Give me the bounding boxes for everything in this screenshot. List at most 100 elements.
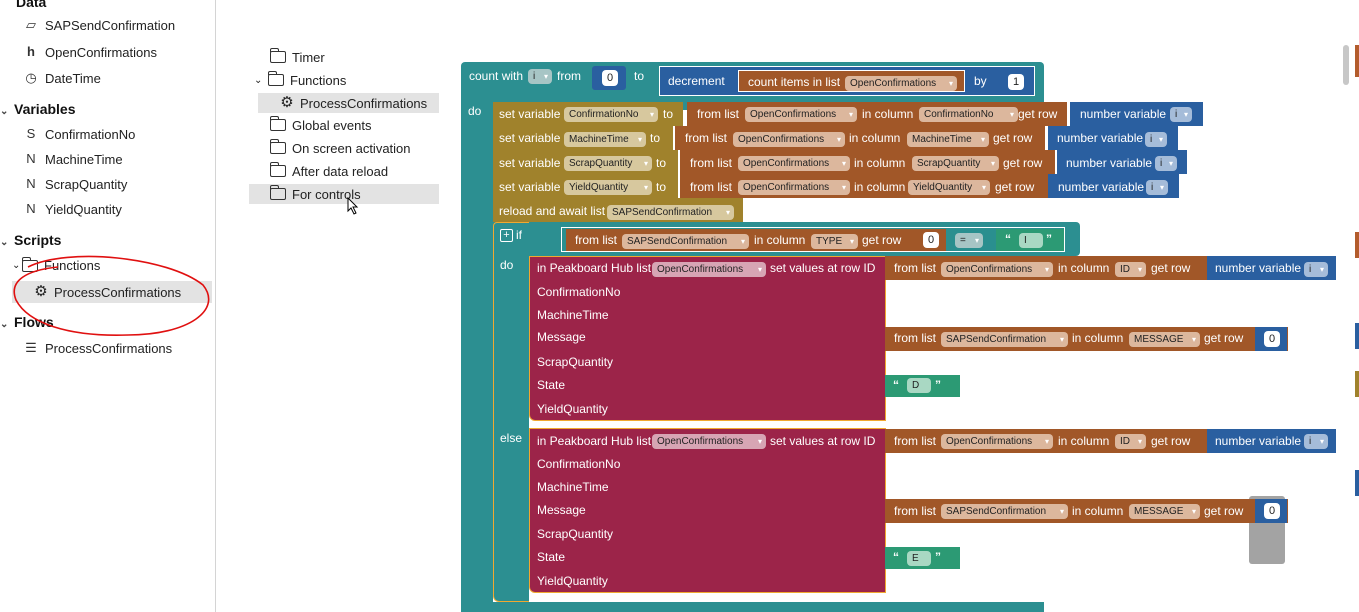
to-label: to bbox=[634, 69, 645, 83]
mouse-cursor-icon bbox=[347, 197, 359, 215]
column-dropdown[interactable]: ScrapQuantity▾ bbox=[912, 156, 999, 171]
row-number-field[interactable]: 0 bbox=[1264, 331, 1280, 347]
in-column-label: in column bbox=[854, 156, 906, 170]
list-dropdown[interactable]: OpenConfirmations▾ bbox=[745, 107, 857, 122]
field-label: State bbox=[537, 378, 566, 392]
list-dropdown[interactable]: OpenConfirmations▾ bbox=[941, 262, 1053, 277]
get-row-label: get row bbox=[1204, 504, 1244, 518]
get-row-label: get row bbox=[995, 180, 1035, 194]
quote-open-icon: “ bbox=[893, 550, 899, 564]
chevron-down-icon: ⌄ bbox=[0, 237, 9, 248]
get-row-label: get row bbox=[1204, 331, 1244, 345]
section-scripts[interactable]: ⌄Scripts bbox=[0, 232, 62, 248]
from-label: from bbox=[557, 69, 581, 83]
operator-dropdown[interactable]: =▾ bbox=[955, 233, 983, 248]
column-dropdown[interactable]: ConfirmationNo▾ bbox=[919, 107, 1018, 122]
flow-icon: ☰ bbox=[25, 340, 37, 355]
tree-item-processconfirmations[interactable]: ⚙ProcessConfirmations bbox=[258, 93, 439, 113]
in-column-label: in column bbox=[1072, 504, 1124, 518]
set-variable-dropdown-4[interactable]: YieldQuantity▾ bbox=[564, 180, 652, 195]
field-label: YieldQuantity bbox=[537, 402, 608, 416]
in-column-label: in column bbox=[1058, 434, 1110, 448]
hub-list-dropdown[interactable]: OpenConfirmations▾ bbox=[652, 434, 766, 449]
list-dropdown[interactable]: OpenConfirmations▾ bbox=[738, 156, 850, 171]
red-annotation-circle bbox=[13, 255, 210, 336]
column-dropdown[interactable]: MachineTime▾ bbox=[907, 132, 989, 147]
section-data[interactable]: Data bbox=[16, 0, 47, 10]
text-value-field[interactable]: D bbox=[907, 378, 931, 393]
quote-open-icon: “ bbox=[893, 378, 899, 392]
folder-icon bbox=[268, 71, 284, 86]
list-dropdown[interactable]: OpenConfirmations▾ bbox=[941, 434, 1053, 449]
set-variable-label: set variable bbox=[499, 131, 561, 145]
column-dropdown[interactable]: ID▾ bbox=[1115, 434, 1146, 449]
list-dropdown[interactable]: SAPSendConfirmation▾ bbox=[941, 332, 1068, 347]
column-dropdown[interactable]: YieldQuantity▾ bbox=[908, 180, 990, 195]
column-dropdown[interactable]: MESSAGE▾ bbox=[1129, 332, 1200, 347]
list-dropdown[interactable]: OpenConfirmations▾ bbox=[733, 132, 845, 147]
section-flows[interactable]: ⌄Flows bbox=[0, 314, 54, 330]
field-label: ConfirmationNo bbox=[537, 457, 621, 471]
data-item-datetime[interactable]: ◷DateTime bbox=[22, 70, 101, 86]
hub-set-values-block-2[interactable] bbox=[529, 428, 886, 593]
from-list-label: from list bbox=[894, 331, 936, 345]
field-label: YieldQuantity bbox=[537, 574, 608, 588]
field-label: State bbox=[537, 550, 566, 564]
column-dropdown[interactable]: TYPE▾ bbox=[811, 234, 858, 249]
tree-item-for-controls[interactable]: For controls bbox=[249, 184, 439, 204]
scripts-item-processconfirmations[interactable]: ⚙ProcessConfirmations bbox=[12, 281, 212, 303]
folder-icon bbox=[22, 256, 38, 272]
reload-list-dropdown[interactable]: SAPSendConfirmation▾ bbox=[607, 205, 734, 220]
tree-item-functions[interactable]: ⌄Functions bbox=[254, 71, 347, 88]
number-variable-dropdown[interactable]: i▾ bbox=[1155, 156, 1177, 171]
to-label: to bbox=[650, 131, 661, 145]
section-variables[interactable]: ⌄Variables bbox=[0, 101, 76, 117]
scripts-functions-folder[interactable]: ⌄Functions bbox=[12, 256, 101, 273]
from-list-label: from list bbox=[894, 504, 936, 518]
set-variable-dropdown-1[interactable]: ConfirmationNo▾ bbox=[564, 107, 658, 122]
row-number-field[interactable]: 0 bbox=[923, 232, 939, 248]
folder-icon bbox=[270, 185, 286, 200]
tree-item-timer[interactable]: Timer bbox=[270, 47, 325, 67]
do-label: do bbox=[468, 104, 482, 118]
list-dropdown[interactable]: SAPSendConfirmation▾ bbox=[622, 234, 749, 249]
reload-label: reload and await list bbox=[499, 204, 606, 218]
number-variable-dropdown[interactable]: i▾ bbox=[1146, 180, 1168, 195]
flows-item-processconfirmations[interactable]: ☰ProcessConfirmations bbox=[22, 340, 172, 356]
text-value-field[interactable]: E bbox=[907, 551, 931, 566]
number-variable-dropdown[interactable]: i▾ bbox=[1170, 107, 1192, 122]
hub-set-values-block-1[interactable] bbox=[529, 256, 886, 421]
number-variable-dropdown[interactable]: i▾ bbox=[1304, 262, 1328, 277]
text-value-field[interactable]: I bbox=[1019, 233, 1043, 248]
by-number-field[interactable]: 1 bbox=[1008, 74, 1024, 90]
set-variable-dropdown-3[interactable]: ScrapQuantity▾ bbox=[564, 156, 652, 171]
mutator-plus-icon[interactable]: + bbox=[500, 229, 513, 242]
edge-marker bbox=[1355, 232, 1359, 258]
hub-list-dropdown[interactable]: OpenConfirmations▾ bbox=[652, 262, 766, 277]
number-variable-icon: N bbox=[26, 151, 36, 166]
number-variable-dropdown[interactable]: i▾ bbox=[1304, 434, 1328, 449]
workspace-scrollbar[interactable] bbox=[1343, 45, 1349, 85]
column-dropdown[interactable]: ID▾ bbox=[1115, 262, 1146, 277]
get-row-label: get row bbox=[1003, 156, 1043, 170]
tree-item-global-events[interactable]: Global events bbox=[270, 115, 372, 135]
tree-item-on-screen-activation[interactable]: On screen activation bbox=[270, 138, 411, 158]
field-label: ConfirmationNo bbox=[537, 285, 621, 299]
number-variable-dropdown[interactable]: i▾ bbox=[1145, 132, 1167, 147]
column-dropdown[interactable]: MESSAGE▾ bbox=[1129, 504, 1200, 519]
data-item-sapsendconfirmation[interactable]: ▱SAPSendConfirmation bbox=[22, 17, 175, 33]
list-dropdown[interactable]: OpenConfirmations▾ bbox=[738, 180, 850, 195]
row-number-field[interactable]: 0 bbox=[1264, 503, 1280, 519]
number-variable-label: number variable bbox=[1080, 107, 1167, 121]
tree-item-after-data-reload[interactable]: After data reload bbox=[270, 161, 388, 181]
from-number-field[interactable]: 0 bbox=[602, 70, 618, 86]
count-items-list-dropdown[interactable]: OpenConfirmations▾ bbox=[845, 76, 957, 91]
set-variable-dropdown-2[interactable]: MachineTime▾ bbox=[564, 132, 646, 147]
list-dropdown[interactable]: SAPSendConfirmation▾ bbox=[941, 504, 1068, 519]
loop-variable-dropdown[interactable]: i▾ bbox=[528, 69, 552, 84]
